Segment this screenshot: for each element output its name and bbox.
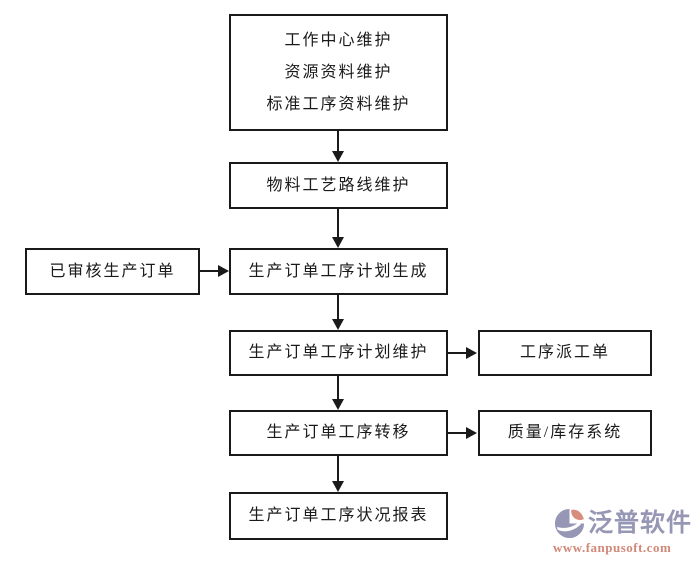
node-operation-transfer: 生产订单工序转移	[229, 410, 448, 456]
node-operation-plan-generation: 生产订单工序计划生成	[229, 248, 448, 295]
arrow-head	[332, 319, 344, 330]
node-operation-dispatch-order: 工序派工单	[478, 330, 652, 376]
arrow-head	[332, 399, 344, 410]
fanpu-logo: 泛普软件 www.fanpusoft.com	[553, 507, 691, 556]
arrow-line	[448, 432, 467, 434]
node-label: 标准工序资料维护	[266, 95, 411, 113]
arrow-line	[337, 376, 339, 400]
arrow-head	[332, 481, 344, 492]
node-material-routing-maintenance: 物料工艺路线维护	[229, 162, 448, 209]
node-label: 工序派工单	[519, 344, 610, 362]
fanpu-logo-icon	[553, 507, 586, 540]
node-label: 生产订单工序转移	[266, 424, 411, 442]
fanpu-logo-text: 泛普软件	[588, 509, 691, 537]
node-quality-inventory-system: 质量/库存系统	[478, 410, 652, 456]
node-approved-production-order: 已审核生产订单	[25, 248, 200, 295]
node-label: 质量/库存系统	[507, 424, 623, 442]
arrow-head	[332, 151, 344, 162]
node-label: 工作中心维护	[284, 31, 393, 49]
arrow-line	[337, 295, 339, 320]
node-master-data-maintenance: 工作中心维护 资源资料维护 标准工序资料维护	[229, 14, 448, 131]
arrow-line	[200, 270, 219, 272]
node-operation-plan-maintenance: 生产订单工序计划维护	[229, 330, 448, 376]
node-label: 生产订单工序状况报表	[248, 507, 429, 525]
node-label: 生产订单工序计划维护	[248, 344, 429, 362]
arrow-line	[337, 209, 339, 238]
node-operation-status-report: 生产订单工序状况报表	[229, 492, 448, 540]
node-label: 物料工艺路线维护	[266, 176, 411, 194]
arrow-head	[218, 265, 229, 277]
arrow-head	[466, 347, 477, 359]
node-label: 已审核生产订单	[49, 262, 176, 280]
arrow-line	[337, 131, 339, 152]
arrow-head	[466, 427, 477, 439]
node-label: 资源资料维护	[284, 63, 393, 81]
node-label: 生产订单工序计划生成	[248, 262, 429, 280]
fanpu-logo-url: www.fanpusoft.com	[553, 540, 672, 555]
arrow-line	[448, 352, 467, 354]
arrow-head	[332, 237, 344, 248]
arrow-line	[337, 456, 339, 482]
